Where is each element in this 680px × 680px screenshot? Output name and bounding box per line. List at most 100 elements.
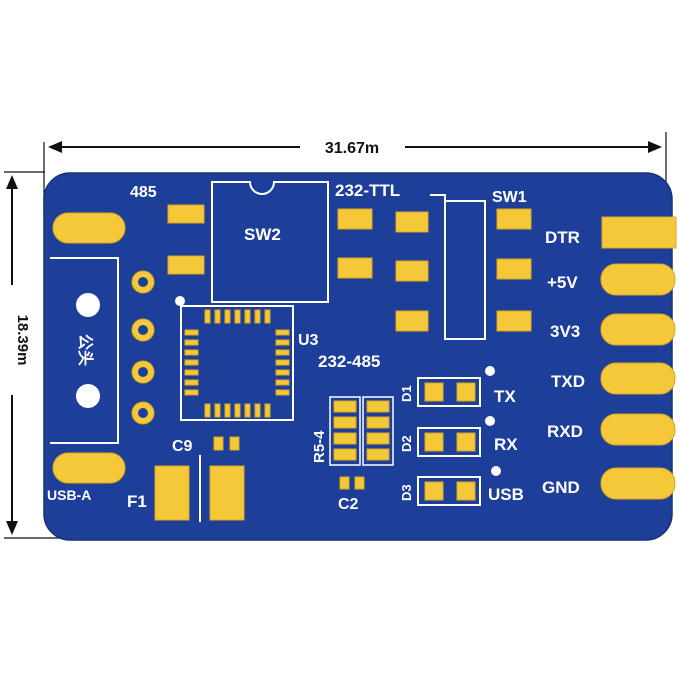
u3-pad-left: [184, 349, 199, 356]
led-d3: D3 USB: [399, 466, 524, 506]
led-d1: D1 TX: [399, 366, 516, 407]
switch-sw2: SW2: [211, 181, 329, 303]
u3-pad-right: [275, 379, 290, 386]
u3-pad-right: [275, 369, 290, 376]
u3-pad-left: [184, 329, 199, 336]
label-232-ttl: 232-TTL: [335, 181, 400, 200]
label-485: 485: [130, 184, 157, 201]
chip-u3: U3: [175, 296, 319, 421]
pad-c2-right: [354, 476, 365, 490]
u3-pad-top: [214, 309, 221, 324]
d3-label: D3: [399, 484, 414, 501]
pin-5v: +5V: [547, 263, 676, 296]
u3-pad-right: [275, 339, 290, 346]
f1-label: F1: [127, 492, 147, 511]
height-label: 18.39m: [14, 315, 31, 366]
u3-pad-top: [224, 309, 231, 324]
connector-text: 公头: [76, 334, 94, 366]
pad-c2-left: [339, 476, 350, 490]
usb-a-connector: 公头 USB-A: [47, 212, 126, 503]
rx-label: RX: [494, 435, 518, 454]
pin-label-rxd: RXD: [547, 422, 583, 441]
r54-pad-left: [333, 432, 357, 445]
pin-rxd: RXD: [547, 413, 676, 446]
r54-pad-left: [333, 400, 357, 413]
u3-pad-bottom: [204, 403, 211, 418]
r54-pad-left: [333, 416, 357, 429]
u3-pad-bottom: [264, 403, 271, 418]
pin-label-gnd: GND: [542, 478, 580, 497]
pad-232ttl-1: [337, 208, 373, 230]
u3-pad-left: [184, 339, 199, 346]
usb-mount-hole-bottom: [76, 384, 100, 408]
usb-a-label: USB-A: [47, 487, 91, 503]
u3-pad-bottom: [224, 403, 231, 418]
r54-pad-right: [366, 400, 390, 413]
fuse-f1: F1: [127, 455, 245, 522]
c2-label: C2: [338, 496, 359, 513]
pad-232ttl-2: [337, 257, 373, 279]
led-d2: D2 RX: [399, 416, 518, 457]
u3-pad-right: [275, 389, 290, 396]
header-pins: DTR +5V 3V3 TXD RXD GND: [542, 216, 677, 500]
label-232-485: 232-485: [318, 352, 380, 371]
pin-dtr: DTR: [545, 216, 677, 249]
tx-label: TX: [494, 387, 516, 406]
pad-ttl-4: [395, 260, 429, 282]
resistor-array-r5-4: R5-4: [311, 396, 394, 466]
pad-sw1-3: [496, 310, 532, 332]
u3-pad-top: [244, 309, 251, 324]
u3-pad-right: [275, 329, 290, 336]
r54-label: R5-4: [311, 430, 328, 463]
u3-pad-right: [275, 359, 290, 366]
switch-sw1: SW1: [430, 189, 527, 340]
pin-3v3: 3V3: [550, 313, 676, 346]
c9-label: C9: [172, 438, 193, 455]
u3-pad-left: [184, 359, 199, 366]
pad-c9-left: [213, 436, 224, 451]
pad-ttl-5: [395, 310, 429, 332]
u3-pad-left: [184, 369, 199, 376]
u3-pad-left: [184, 379, 199, 386]
u3-pad-right: [275, 349, 290, 356]
height-dimension: 18.39m: [4, 171, 78, 539]
d2-label: D2: [399, 435, 414, 452]
d1-label: D1: [399, 385, 414, 402]
pad-485-top: [167, 204, 205, 224]
usb-mount-pad-bottom: [52, 452, 126, 484]
pad-ttl-3: [395, 211, 429, 233]
usb-label: USB: [488, 485, 524, 504]
u3-pad-top: [204, 309, 211, 324]
r54-pad-right: [366, 432, 390, 445]
sw1-label: SW1: [492, 189, 527, 206]
r54-pad-right: [366, 416, 390, 429]
pad-485-bottom: [167, 255, 205, 275]
pin-txd: TXD: [551, 362, 676, 395]
u3-pad-bottom: [244, 403, 251, 418]
usb-mount-pad-top: [52, 212, 126, 244]
u3-pad-bottom: [214, 403, 221, 418]
width-dimension: 31.67m: [43, 132, 667, 215]
pad-sw1-2: [496, 258, 532, 280]
u3-pad-top: [264, 309, 271, 324]
u3-pad-left: [184, 389, 199, 396]
usb-pins: [131, 270, 155, 425]
pin-label-5v: +5V: [547, 273, 578, 292]
pin-label-3v3: 3V3: [550, 322, 580, 341]
pad-c9-right: [229, 436, 240, 451]
pin-label-dtr: DTR: [545, 228, 580, 247]
r54-pad-left: [333, 448, 357, 461]
pin-label-txd: TXD: [551, 372, 585, 391]
u3-label: U3: [298, 332, 319, 349]
pin-gnd: GND: [542, 467, 676, 500]
sw2-label: SW2: [244, 225, 281, 244]
usb-mount-hole-top: [76, 293, 100, 317]
u3-pad-bottom: [254, 403, 261, 418]
u3-pad-top: [234, 309, 241, 324]
pad-sw1-1: [496, 208, 532, 230]
r54-pad-right: [366, 448, 390, 461]
u3-pad-top: [254, 309, 261, 324]
width-label: 31.67m: [325, 140, 379, 157]
u3-pad-bottom: [234, 403, 241, 418]
